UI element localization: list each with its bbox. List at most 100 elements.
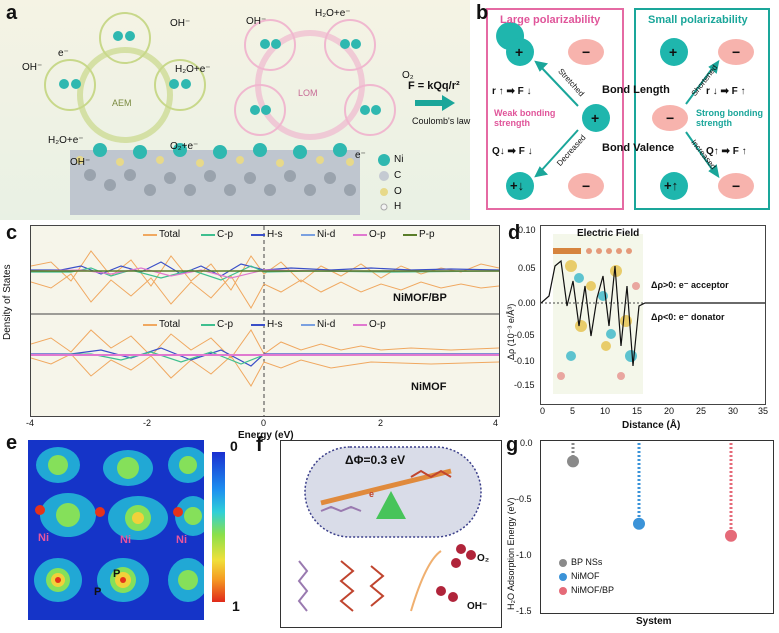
cd-ytick: -0.05 xyxy=(514,330,535,340)
legend-bottom-op: O-p xyxy=(369,319,386,330)
plus-small: + xyxy=(669,44,678,60)
dos-xtick: -4 xyxy=(26,418,35,428)
legend-hs: H-s xyxy=(267,229,283,240)
plus-down: +↓ xyxy=(510,178,525,193)
o2-label: O₂ xyxy=(477,553,490,564)
legend-bottom-swatch-cp xyxy=(201,324,215,326)
small-polarizability-box xyxy=(634,8,770,210)
legend-marker-0 xyxy=(559,559,567,567)
legend-bottom-swatch-hs xyxy=(251,324,265,326)
bond-length-label: Bond Length xyxy=(602,84,670,96)
legend-swatch-pp xyxy=(403,234,417,236)
dos-ylabel: Density of States xyxy=(2,264,13,340)
elf-scale-bottom: 1 xyxy=(232,598,240,614)
lom-species-h2o: H₂O+e⁻ xyxy=(315,8,351,19)
legend-marker-1 xyxy=(559,573,567,581)
cd-ytick: -0.10 xyxy=(514,356,535,366)
cd-ytick: 0.05 xyxy=(518,263,536,273)
q-down-relation: Q↓ ➡ F ↓ xyxy=(492,146,533,157)
small-polarizability-title: Small polarizability xyxy=(648,14,748,26)
nimof-label: NiMOF xyxy=(411,381,447,393)
ads-ytick: -1.5 xyxy=(516,606,532,616)
aem-species-e: e⁻ xyxy=(58,48,69,59)
panel-d-charge-density: Electric Field Δρ>0: e⁻ acceptor Δρ<0: e… xyxy=(540,225,766,405)
lom-label: LOM xyxy=(298,88,318,98)
coulomb-law-label: Coulomb's law xyxy=(412,116,471,126)
legend-marker-2 xyxy=(559,587,567,595)
panel-label-g: g xyxy=(506,434,519,456)
cd-ylabel: Δρ (10⁻³ e/Å³) xyxy=(506,303,516,360)
coulomb-formula: F = kQq/r² xyxy=(408,80,460,92)
cd-ytick: 0.00 xyxy=(518,298,536,308)
lom-species-o2e: O₂+e⁻ xyxy=(170,141,199,152)
adsorption-point-bp-nss xyxy=(567,455,579,468)
panel-f-work-function: ΔΦ=0.3 eV e O₂ OH⁻ xyxy=(280,440,502,628)
electric-field-label: Electric Field xyxy=(577,228,640,239)
dos-curves xyxy=(30,226,500,416)
aem-species-h2o2: H₂O+e⁻ xyxy=(48,135,84,146)
cd-xtick: 0 xyxy=(540,406,546,416)
plus-center: + xyxy=(591,110,600,126)
panel-label-d: d xyxy=(508,222,521,244)
legend-bpnss: BP NSs xyxy=(571,557,603,567)
aem-species-oh2: OH⁻ xyxy=(170,18,191,29)
r-up-relation: r ↑ ➡ F ↓ xyxy=(492,86,532,97)
legend-swatch-nid xyxy=(301,234,315,236)
dos-xtick: 2 xyxy=(378,418,384,428)
large-polarizability-title: Large polarizability xyxy=(500,14,601,26)
minus-large: − xyxy=(582,44,591,60)
cd-xtick: 5 xyxy=(570,406,576,416)
legend-bottom-total: Total xyxy=(159,319,181,330)
electron-label: e xyxy=(369,489,375,499)
acceptor-label: Δρ>0: e⁻ acceptor xyxy=(651,280,729,290)
lom-species-o2: O₂ xyxy=(402,70,414,81)
elf-ni-label: Ni xyxy=(120,534,131,546)
legend-nimof-bp: NiMOF/BP xyxy=(571,585,615,595)
dos-xlabel: Energy (eV) xyxy=(238,430,294,441)
legend-op: O-p xyxy=(369,229,386,240)
bond-valence-label: Bond Valence xyxy=(602,142,675,154)
q-up-relation: Q↑ ➡ F ↑ xyxy=(706,146,747,157)
cd-ytick: -0.15 xyxy=(514,380,535,390)
panel-label-b: b xyxy=(476,2,489,24)
cd-xtick: 20 xyxy=(664,406,675,416)
legend-bottom-cp: C-p xyxy=(217,319,234,330)
legend-o: O xyxy=(394,186,402,197)
panel-label-c: c xyxy=(6,222,18,244)
strong-bonding-label: Strong bonding strength xyxy=(696,108,763,128)
elf-p-label: P xyxy=(113,568,121,580)
dos-xtick: 0 xyxy=(261,418,267,428)
cd-xlabel: Distance (Å) xyxy=(622,420,681,431)
panel-a: AEM LOM OH⁻ e⁻ H₂O+e⁻ OH⁻ H₂O+e⁻ O₂ H₂O+… xyxy=(0,0,470,220)
plus-large: + xyxy=(515,44,524,60)
panel-label-a: a xyxy=(6,2,18,24)
polarizability-diagram xyxy=(496,22,754,200)
legend-nimof: NiMOF xyxy=(571,571,600,581)
legend-c: C xyxy=(394,170,402,181)
legend-total: Total xyxy=(159,229,181,240)
ads-ylabel: H₂O Adsorption Energy (eV) xyxy=(506,497,516,610)
cd-xtick: 10 xyxy=(600,406,611,416)
weak-bonding-label: Weak bonding strength xyxy=(494,108,556,128)
elf-p-label: P xyxy=(94,586,102,598)
cd-xtick: 30 xyxy=(728,406,739,416)
legend-h: H xyxy=(394,201,402,212)
dos-xtick: -2 xyxy=(143,418,152,428)
panel-label-f: f xyxy=(256,434,263,456)
adsorption-point-nimof-bp xyxy=(725,529,737,542)
elf-color-scale xyxy=(212,452,225,602)
minus-small: − xyxy=(732,44,741,60)
donator-label: Δρ<0: e⁻ donator xyxy=(651,312,725,322)
panel-c-dos-plot: Total C-p H-s Ni-d O-p P-p Total C-p H-s… xyxy=(30,225,500,417)
elf-map: Ni Ni Ni P P xyxy=(28,440,204,620)
ads-xlabel: System xyxy=(636,616,672,627)
dos-xtick: 4 xyxy=(493,418,499,428)
cd-xtick: 25 xyxy=(696,406,707,416)
legend-bottom-hs: H-s xyxy=(267,319,283,330)
legend-swatch-cp xyxy=(201,234,215,236)
legend-pp: P-p xyxy=(419,229,435,240)
ads-ytick: -1.0 xyxy=(516,550,532,560)
elf-ni-label: Ni xyxy=(38,532,49,544)
aem-species-h2o: H₂O+e⁻ xyxy=(175,64,211,75)
slab-species-oh: OH⁻ xyxy=(70,157,91,168)
